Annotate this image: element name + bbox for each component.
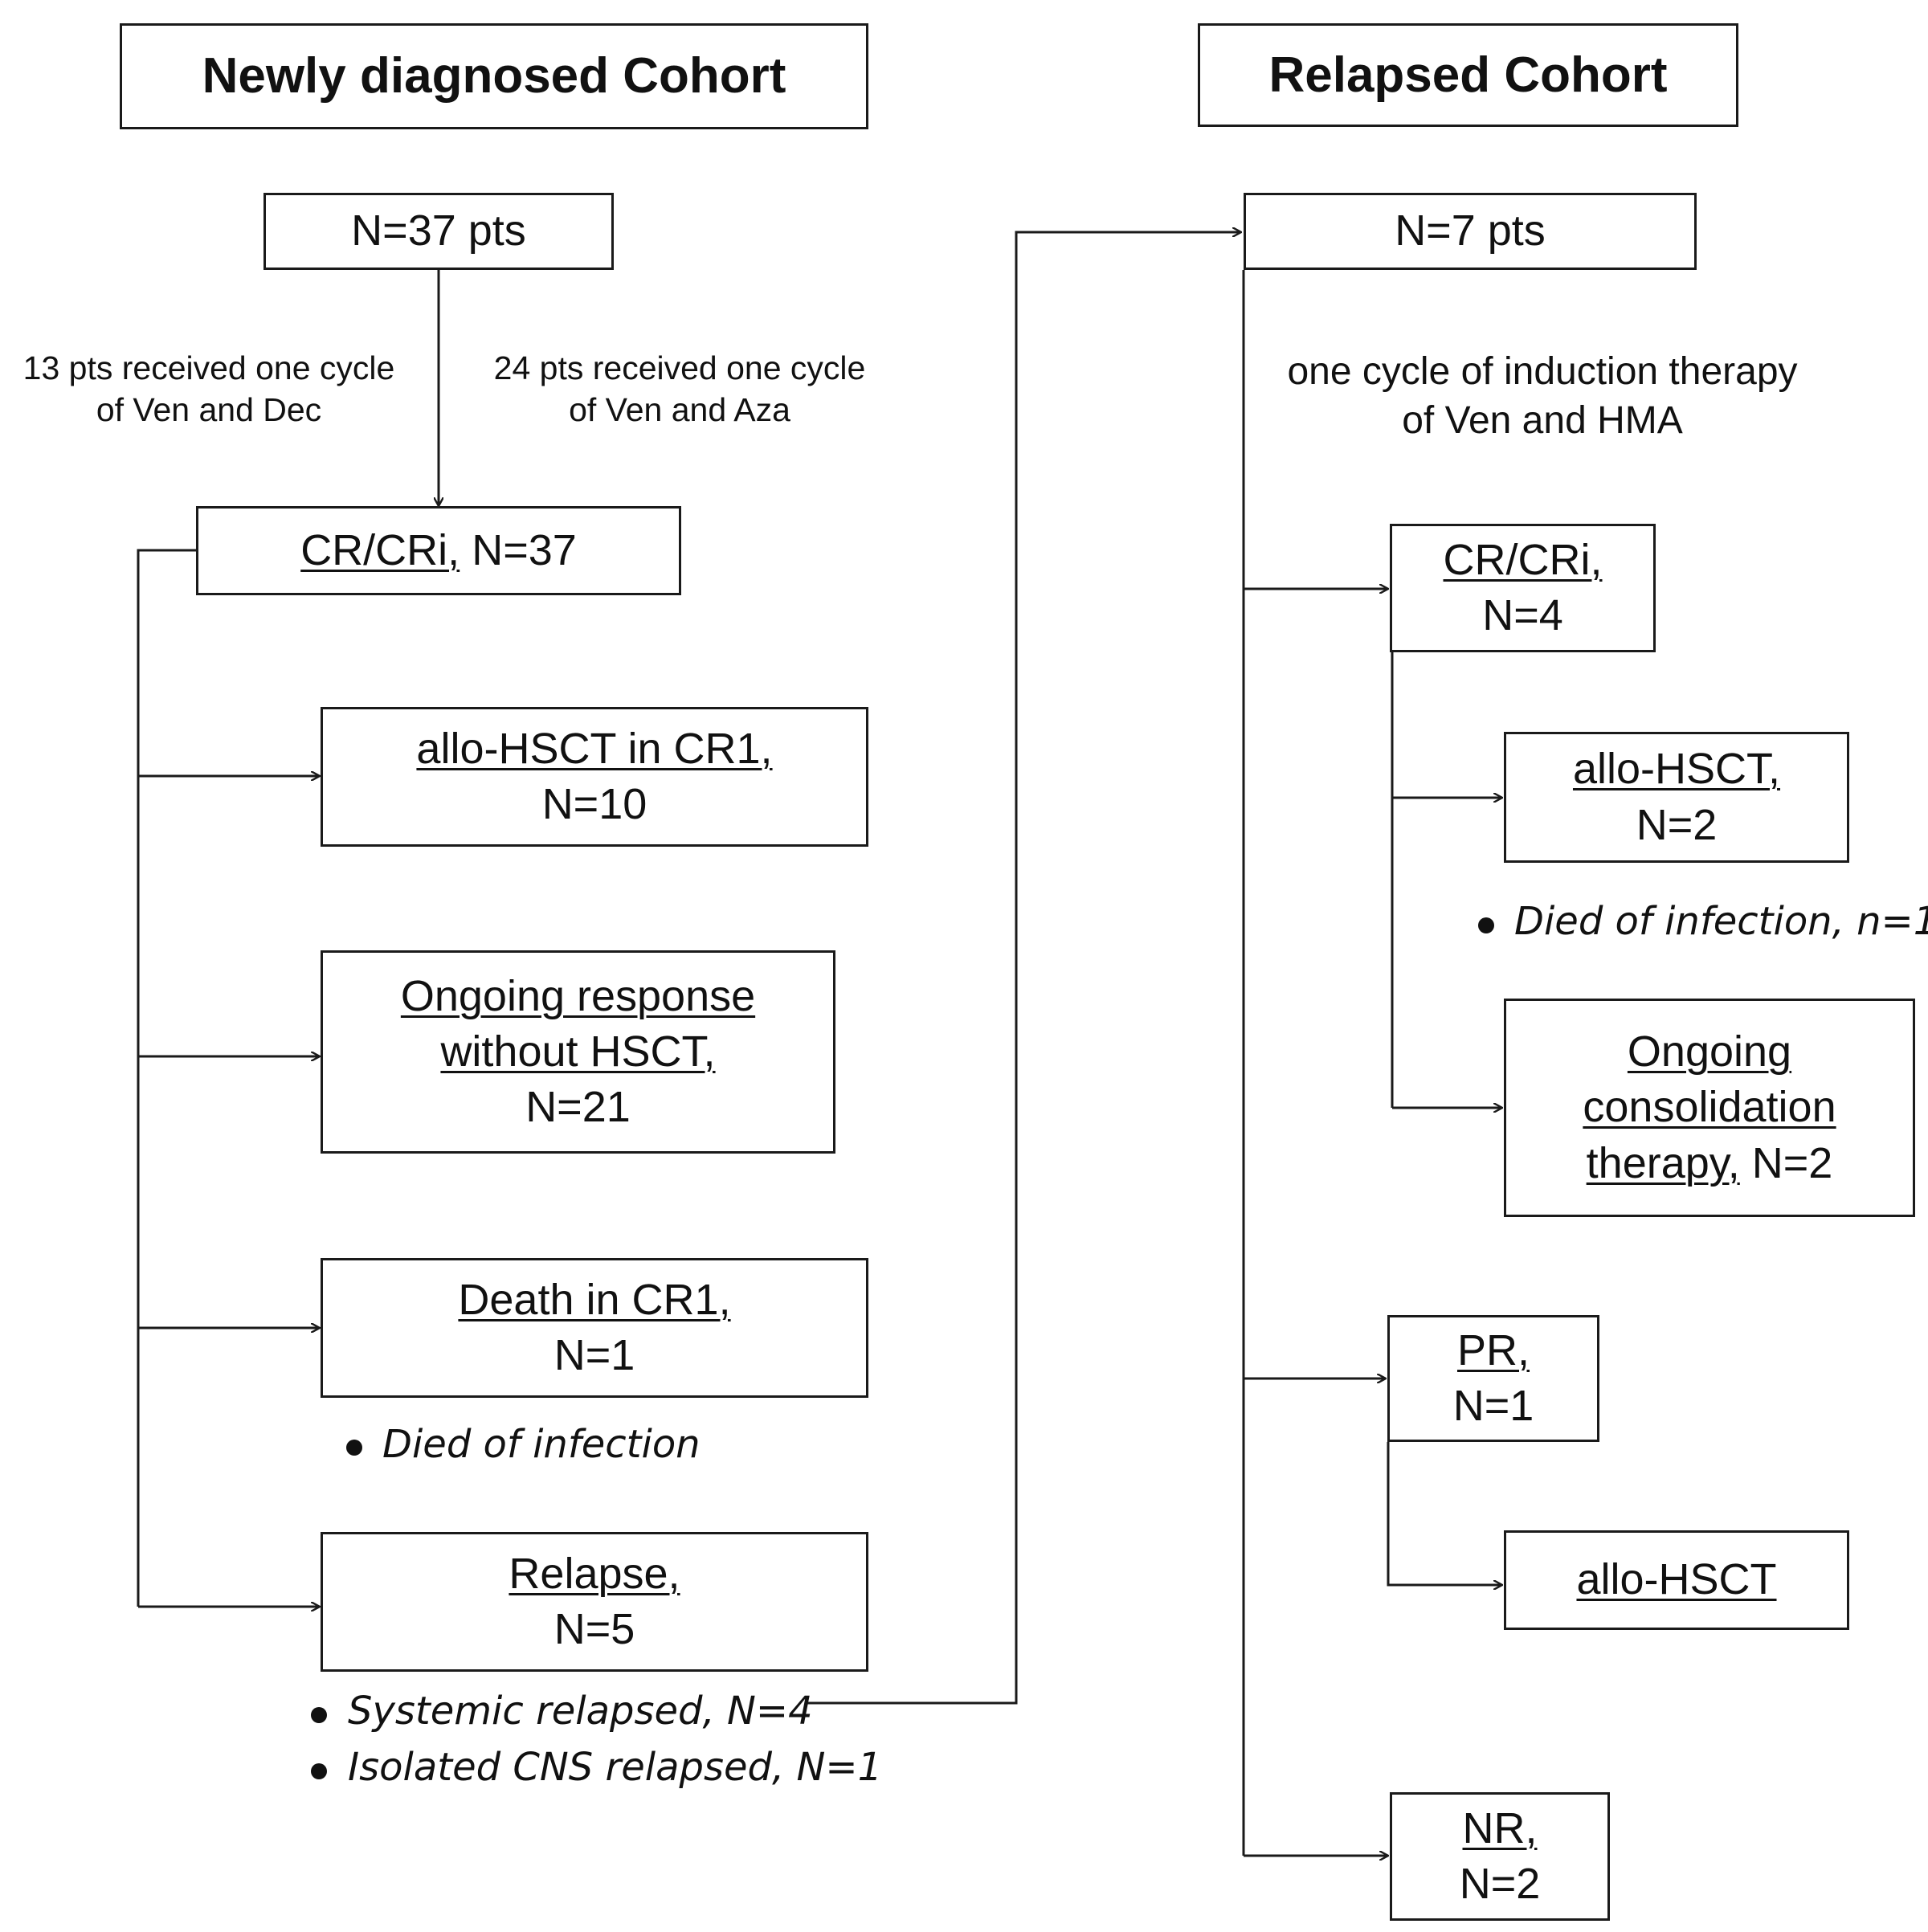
ongoing-response-box: Ongoing response without HSCT, N=21 <box>321 950 835 1154</box>
cns-relapse-bullet <box>311 1763 327 1779</box>
induction-line-2: of Ven and HMA <box>1402 399 1683 443</box>
newly-diagnosed-header-text: Newly diagnosed Cohort <box>202 48 786 104</box>
ongoing-response-label-2: without HSCT, <box>440 1027 716 1076</box>
r-pr-label: PR, <box>1456 1325 1530 1374</box>
systemic-relapse-text: Systemic relapsed, N=4 <box>348 1689 813 1734</box>
relapsed-header-text: Relapsed Cohort <box>1268 47 1668 103</box>
cr-cri-label: CR/CRi, <box>300 525 460 574</box>
cns-relapse-text: Isolated CNS relapsed, N=1 <box>348 1745 883 1790</box>
relapsed-start-box: N=7 pts <box>1244 193 1697 270</box>
r-pr-box: PR, N=1 <box>1387 1315 1599 1442</box>
r-cr-cri-box: CR/CRi, N=4 <box>1390 524 1656 652</box>
allo-hsct-cr1-box: allo-HSCT in CR1, N=10 <box>321 707 868 847</box>
r-consolidation-label-2: consolidation <box>1583 1083 1836 1132</box>
cr-cri-box: CR/CRi, N=37 <box>196 506 681 595</box>
r-consolidation-label-1: Ongoing <box>1627 1027 1792 1076</box>
r-pr-allo-hsct-label: allo-HSCT <box>1576 1555 1777 1604</box>
relapse-box: Relapse, N=5 <box>321 1532 868 1672</box>
relapsed-cohort-header: Relapsed Cohort <box>1198 23 1738 127</box>
systemic-relapse-bullet <box>311 1707 327 1723</box>
r-hsct-note-text: Died of infection, n=1 <box>1514 899 1928 944</box>
newly-start-box: N=37 pts <box>263 193 614 270</box>
arm-dec-line-1: 13 pts received one cycle <box>22 349 395 386</box>
r-cr-cri-label: CR/CRi, <box>1443 535 1603 584</box>
ongoing-response-label-1: Ongoing response <box>400 971 756 1020</box>
r-nr-count: N=2 <box>1459 1860 1541 1908</box>
r-pr-allo-hsct-box: allo-HSCT <box>1504 1530 1849 1630</box>
arrow-systemic-to-relapsed <box>806 232 1241 1705</box>
r-allo-hsct-count: N=2 <box>1636 800 1718 849</box>
death-note-bullet <box>346 1440 362 1456</box>
allo-hsct-cr1-label: allo-HSCT in CR1, <box>416 724 773 773</box>
induction-line-1: one cycle of induction therapy <box>1287 350 1798 393</box>
death-cr1-box: Death in CR1, N=1 <box>321 1258 868 1398</box>
arm-dec-label: 13 pts received one cycle of Ven and Dec <box>0 347 418 431</box>
r-pr-count: N=1 <box>1452 1382 1534 1430</box>
cr-cri-text: CR/CRi, N=37 <box>300 523 577 578</box>
cr-branch-line <box>137 549 196 1607</box>
r-cr-cri-count: N=4 <box>1482 591 1563 639</box>
arm-aza-line-1: 24 pts received one cycle <box>493 349 866 386</box>
death-cr1-label: Death in CR1, <box>458 1275 731 1324</box>
r-allo-hsct-label: allo-HSCT, <box>1572 745 1781 794</box>
r-consolidation-label-3: therapy, <box>1586 1138 1740 1187</box>
r-nr-box: NR, N=2 <box>1390 1792 1610 1921</box>
allo-hsct-cr1-count: N=10 <box>541 780 647 828</box>
arm-aza-label: 24 pts received one cycle of Ven and Aza <box>471 347 888 431</box>
r-consolidation-box: Ongoing consolidation therapy, N=2 <box>1504 999 1915 1217</box>
induction-label: one cycle of induction therapy of Ven an… <box>1253 347 1832 446</box>
relapsed-start-text: N=7 pts <box>1395 206 1546 255</box>
r-consolidation-count: N=2 <box>1739 1138 1833 1187</box>
r-consolidation-line-3: therapy, N=2 <box>1587 1136 1833 1191</box>
arm-aza-line-2: of Ven and Aza <box>569 391 790 429</box>
arm-dec-line-2: of Ven and Dec <box>96 391 322 429</box>
death-note-text: Died of infection <box>382 1422 701 1467</box>
relapse-count: N=5 <box>553 1605 635 1653</box>
r-nr-label: NR, <box>1462 1803 1538 1852</box>
death-cr1-count: N=1 <box>553 1331 635 1379</box>
arrow-to-pr-hsct <box>1387 1442 1502 1585</box>
relapse-label: Relapse, <box>509 1549 680 1598</box>
newly-diagnosed-cohort-header: Newly diagnosed Cohort <box>120 23 868 129</box>
ongoing-response-count: N=21 <box>525 1083 631 1132</box>
r-allo-hsct-box: allo-HSCT, N=2 <box>1504 732 1849 863</box>
cr-cri-count: N=37 <box>460 525 577 574</box>
newly-start-text: N=37 pts <box>351 206 526 255</box>
r-hsct-note-bullet <box>1478 917 1494 933</box>
